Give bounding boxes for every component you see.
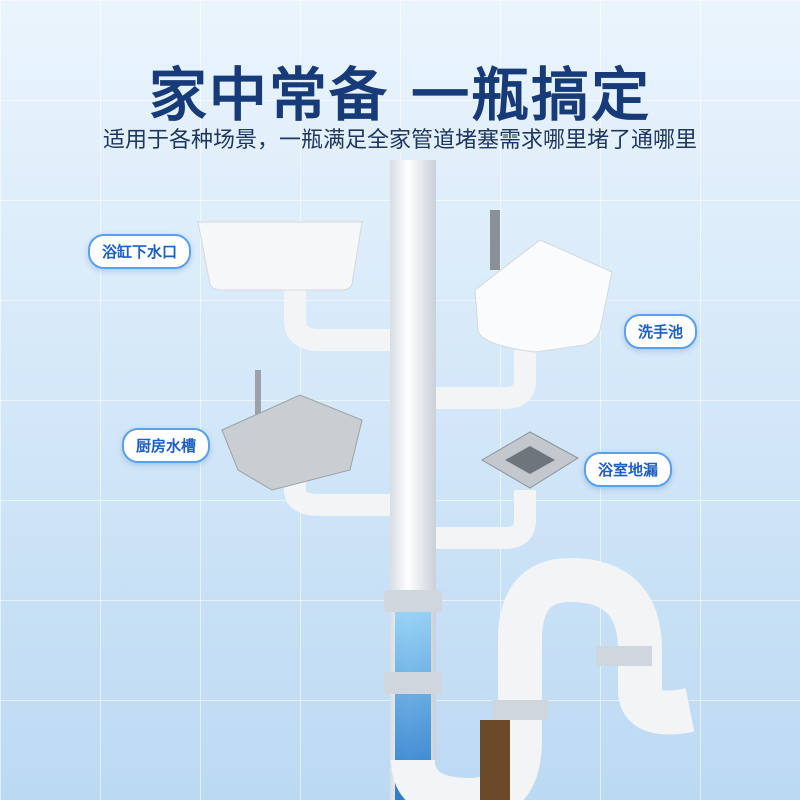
washbasin xyxy=(474,239,613,353)
label-kitchen-sink: 厨房水槽 xyxy=(122,428,211,463)
label-washbasin: 洗手池 xyxy=(624,314,698,349)
s-trap xyxy=(391,557,695,800)
subtitle: 适用于各种场景，一瓶满足全家管道堵塞需求哪里堵了通哪里 xyxy=(102,128,697,153)
label-floor-drain: 浴室地漏 xyxy=(584,452,673,487)
kitchen-faucet xyxy=(255,370,261,420)
kitchen-sink xyxy=(221,394,363,491)
label-bathtub-drain: 浴缸下水口 xyxy=(88,234,192,269)
bathtub xyxy=(197,221,363,291)
page-title: 家中常备 一瓶搞定 xyxy=(148,61,652,129)
faucet xyxy=(490,210,500,270)
